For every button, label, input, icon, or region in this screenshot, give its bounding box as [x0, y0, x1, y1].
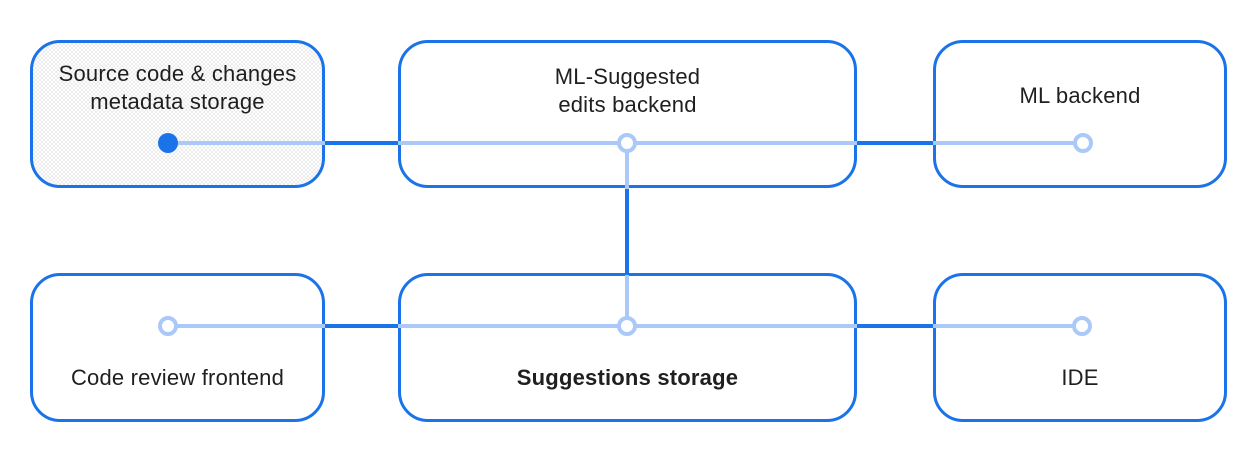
node-label: Source code & changes metadata storage: [58, 61, 297, 114]
connector-source-storage-to-ml-suggested: [325, 141, 398, 145]
endpoint-circle-icon: [1073, 133, 1093, 153]
node-label: ML backend: [1019, 83, 1141, 108]
connector-ml-suggested-to-ml-backend: [857, 141, 933, 145]
connector-code-review-to-suggestions-storage: [325, 324, 398, 328]
endpoint-circle-icon: [1072, 316, 1092, 336]
connector-inside-ide: [933, 324, 1082, 328]
connector-inside-ml-backend: [933, 141, 1083, 145]
endpoint-filled-dot-icon: [158, 133, 178, 153]
node-label: ML-Suggested edits backend: [554, 64, 701, 117]
connector-ml-suggested-to-suggestions-storage: [625, 189, 629, 275]
node-code-review-frontend: Code review frontend: [30, 273, 325, 422]
connector-inside-code-review-frontend: [168, 324, 325, 328]
endpoint-circle-icon: [617, 316, 637, 336]
node-label: Suggestions storage: [516, 365, 739, 390]
node-ide: IDE: [933, 273, 1227, 422]
node-source-code-metadata-storage: Source code & changes metadata storage: [30, 40, 325, 188]
connector-inside-source-storage: [168, 141, 325, 145]
node-ml-backend: ML backend: [933, 40, 1227, 188]
connector-inside-ml-suggested-backend-vertical: [625, 143, 629, 191]
connector-inside-suggestions-storage-vertical: [625, 273, 629, 326]
node-label: IDE: [1061, 365, 1099, 390]
endpoint-circle-icon: [158, 316, 178, 336]
connector-suggestions-storage-to-ide: [857, 324, 933, 328]
endpoint-circle-icon: [617, 133, 637, 153]
node-label: Code review frontend: [70, 365, 285, 390]
